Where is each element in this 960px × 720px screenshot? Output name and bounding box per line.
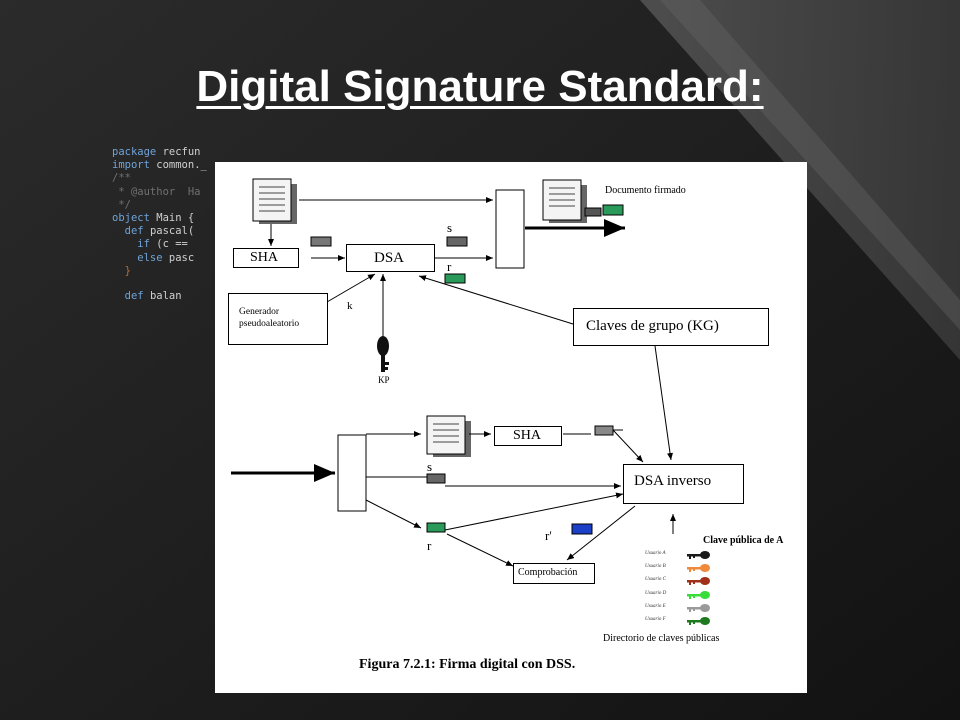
dsa-label: DSA <box>374 250 405 266</box>
public-key-row: Usuario E <box>645 603 745 615</box>
code-line: else pasc <box>112 252 222 265</box>
code-token: * @author Ha <box>112 185 201 198</box>
usuario-label: Usuario E <box>645 603 666 609</box>
documento-firmado-label: Documento firmado <box>605 185 686 196</box>
comprobacion-label: Comprobación <box>518 567 578 578</box>
public-key-row: Usuario D <box>645 590 745 602</box>
code-token: def <box>112 225 150 238</box>
code-line: /** <box>112 172 222 185</box>
code-token: pascal( <box>149 225 195 238</box>
usuario-label: Usuario B <box>645 564 666 570</box>
r-label-bottom: r <box>427 538 432 553</box>
document-icon-bottom <box>426 415 471 457</box>
sha-box-bottom: SHA <box>494 426 562 446</box>
code-line: } <box>112 265 222 278</box>
k-label: k <box>347 300 353 312</box>
comprobacion-box: Comprobación <box>513 563 595 584</box>
usuario-label: Usuario D <box>645 590 667 596</box>
code-token: import <box>112 159 157 172</box>
kp-label: KP <box>378 375 390 385</box>
generador-label-1: Generador <box>239 307 280 317</box>
document-icon-top <box>252 178 297 224</box>
diagram-panel: SHA DSA s r k Documento firmado Generado… <box>215 162 807 693</box>
code-token: /** <box>112 172 131 185</box>
code-token: package <box>112 146 163 158</box>
generador-box: Generador pseudoaleatorio <box>228 293 328 345</box>
code-token: Main { <box>156 212 195 225</box>
usuario-label: Usuario A <box>645 551 666 556</box>
dsa-box: DSA <box>346 244 435 272</box>
directorio-label: Directorio de claves públicas <box>603 633 720 644</box>
public-key-list: Usuario A Usuario B Usuario C Usuario D Usua… <box>645 550 745 630</box>
s-label-top: s <box>447 220 453 235</box>
claves-grupo-label: Claves de grupo (KG) <box>586 318 719 334</box>
code-line: * @author Ha <box>112 186 222 199</box>
generador-label-2: pseudoaleatorio <box>239 319 300 329</box>
public-key-row: Usuario B <box>645 563 745 575</box>
code-token: } <box>112 264 131 277</box>
code-token: common._ <box>156 159 207 172</box>
public-key-row: Usuario F <box>645 616 745 628</box>
code-token: */ <box>112 198 131 211</box>
r-prime-label: r' <box>545 528 552 543</box>
dsa-inverso-label: DSA inverso <box>634 473 712 489</box>
sha-label-top: SHA <box>250 250 279 265</box>
code-token: (c == <box>156 238 188 251</box>
public-key-row: Usuario A <box>645 550 745 562</box>
figure-caption: Figura 7.2.1: Firma digital con DSS. <box>359 657 576 672</box>
public-key-row: Usuario C <box>645 576 745 588</box>
code-line: object Main { <box>112 212 222 225</box>
r-label-top: r <box>447 259 452 274</box>
code-token: object <box>112 212 157 225</box>
code-line: import common._ <box>112 159 222 172</box>
sha-label-bottom: SHA <box>513 428 542 443</box>
slide-title: Digital Signature Standard: <box>196 62 764 111</box>
code-token: pasc <box>168 251 195 264</box>
code-line: package recfun <box>112 146 222 159</box>
code-line: def pascal( <box>112 225 222 238</box>
s-label-bottom: s <box>427 459 433 474</box>
diagram-lines <box>231 178 676 567</box>
code-token: def <box>112 290 150 303</box>
code-line: if (c == <box>112 238 222 251</box>
sha-box-top: SHA <box>233 248 299 268</box>
code-token: recfun <box>162 146 201 158</box>
usuario-label: Usuario C <box>645 577 666 583</box>
code-line: def balan <box>112 290 222 303</box>
private-key-icon <box>377 336 389 372</box>
code-token: balan <box>149 290 182 303</box>
usuario-label: Usuario F <box>645 617 666 622</box>
code-token: else <box>112 251 169 264</box>
claves-grupo-box: Claves de grupo (KG) <box>573 308 769 346</box>
signed-document-icon <box>542 179 624 223</box>
code-line: */ <box>112 199 222 212</box>
dsa-inverso-box: DSA inverso <box>623 464 744 504</box>
clave-publica-label: Clave pública de A <box>703 535 784 546</box>
code-token: if <box>112 238 157 251</box>
